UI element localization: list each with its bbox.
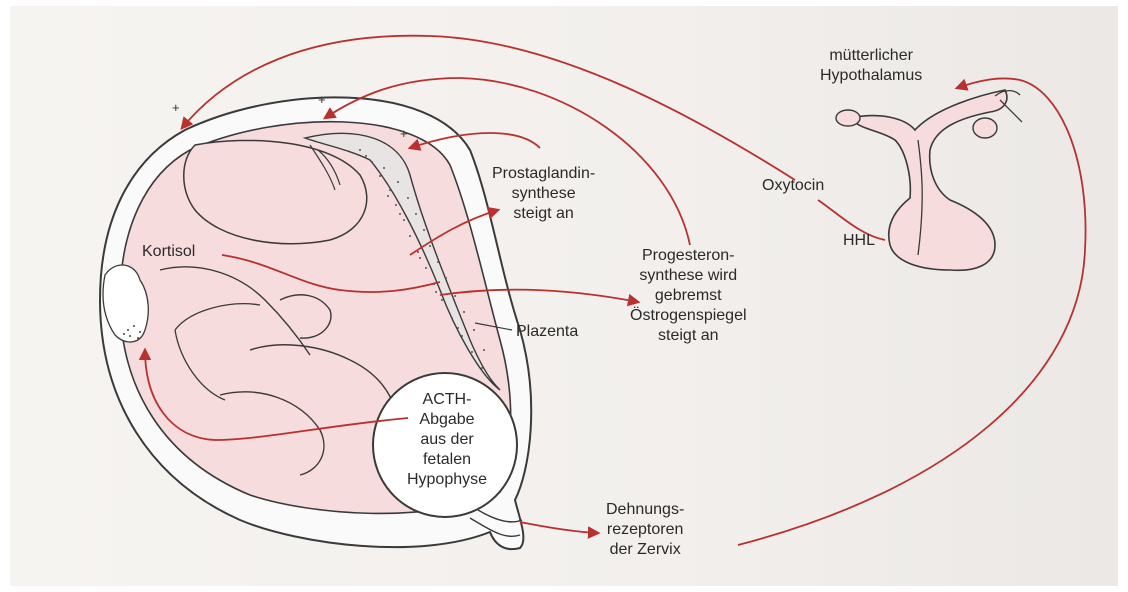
label-prostaglandin-2: synthese [492,184,595,204]
label-acth: ACTH- Abgabe aus der fetalen Hypophyse [392,390,502,490]
label-kortisol-text: Kortisol [142,242,195,262]
label-dehnung-1: Dehnungs- [606,500,684,520]
label-acth-3: aus der [392,430,502,450]
label-dehnung-3: der Zervix [606,540,684,560]
label-prostaglandin: Prostaglandin- synthese steigt an [492,164,595,224]
label-oxytocin-text: Oxytocin [762,176,824,196]
label-hypothalamus-1: mütterlicher [820,46,922,66]
label-hypothalamus: mütterlicher Hypothalamus [820,46,922,86]
label-prostaglandin-3: steigt an [492,204,595,224]
label-acth-4: fetalen [392,450,502,470]
plus-sign-1: + [172,100,180,115]
label-plazenta: Plazenta [516,322,578,342]
pituitary-lobe-right [973,118,997,138]
label-prostaglandin-1: Prostaglandin- [492,164,595,184]
label-progesteron: Progesteron- synthese wird gebremst Östr… [630,246,747,346]
label-dehnung-2: rezeptoren [606,520,684,540]
label-progesteron-2: synthese wird [630,266,747,286]
label-acth-5: Hypophyse [392,470,502,490]
label-acth-1: ACTH- [392,390,502,410]
label-acth-2: Abgabe [392,410,502,430]
dehnung-arrow [520,522,598,533]
label-progesteron-4: Östrogenspiegel [630,306,747,326]
label-dehnung: Dehnungs- rezeptoren der Zervix [606,500,684,560]
label-progesteron-5: steigt an [630,326,747,346]
pituitary-lobe-left [836,110,860,126]
label-plazenta-text: Plazenta [516,322,578,342]
label-oxytocin: Oxytocin [762,176,824,196]
label-hhl: HHL [843,231,875,251]
plus-sign-3: + [400,126,408,141]
plus-sign-2: + [318,92,326,107]
label-hypothalamus-2: Hypothalamus [820,66,922,86]
label-progesteron-1: Progesteron- [630,246,747,266]
label-kortisol: Kortisol [142,242,195,262]
label-progesteron-3: gebremst [630,286,747,306]
label-hhl-text: HHL [843,231,875,251]
